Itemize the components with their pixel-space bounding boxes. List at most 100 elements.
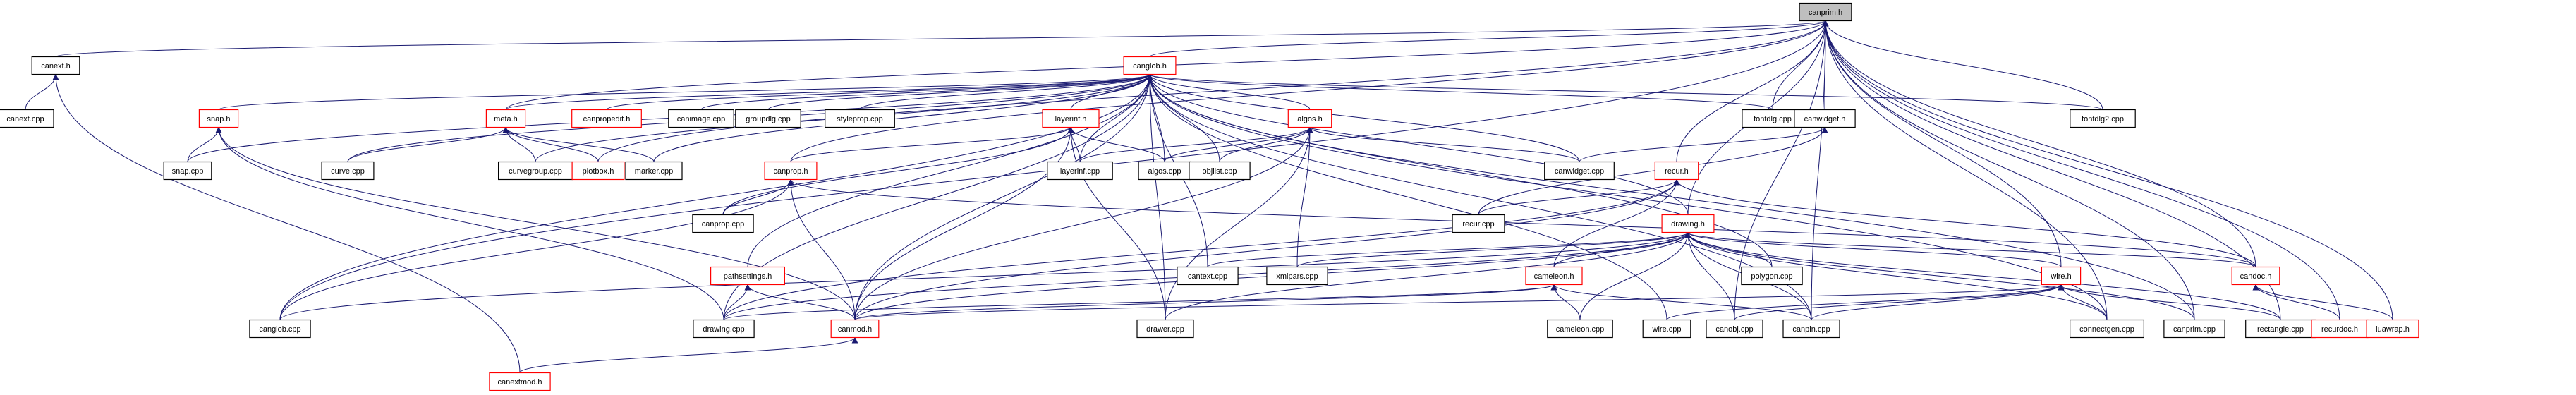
node-wire-cpp[interactable]: wire.cpp [1642,319,1691,339]
edge-canmod_h-to-cameleon_h [854,284,1557,320]
node-box [1544,161,1615,181]
node-box [1782,319,1840,339]
node-label: canglob.h [1133,62,1167,71]
edge-canpin_cpp-to-wire_h [1811,284,2065,320]
node-label: recur.cpp [1462,220,1494,229]
node-canprop-cpp[interactable]: canprop.cpp [692,214,754,233]
node-layerinf-cpp[interactable]: layerinf.cpp [1047,161,1113,181]
node-drawer-cpp[interactable]: drawer.cpp [1136,319,1194,339]
node-canext-h[interactable]: canext.h [31,56,80,75]
node-recurdoc-h[interactable]: recurdoc.h [2311,319,2369,339]
node-algos-h[interactable]: algos.h [1287,109,1332,128]
node-recur-cpp[interactable]: recur.cpp [1452,214,1505,233]
edge-drawing_cpp-to-snap_h [215,126,724,320]
edge-candoc_h-to-drawing_h [1684,231,2256,267]
node-label: canwidget.cpp [1555,167,1604,176]
node-snap-cpp[interactable]: snap.cpp [163,161,212,181]
node-canprop-h[interactable]: canprop.h [764,161,818,181]
node-box [0,109,54,128]
node-canextmod-h[interactable]: canextmod.h [489,372,551,391]
node-canpropedit-h[interactable]: canpropedit.h [571,109,642,128]
node-canimage-cpp[interactable]: canimage.cpp [668,109,734,128]
node-canwidget-h[interactable]: canwidget.h [1794,109,1856,128]
node-label: groupdlg.cpp [746,115,791,123]
node-algos-cpp[interactable]: algos.cpp [1138,161,1191,181]
node-label: curve.cpp [331,167,365,176]
node-groupdlg-cpp[interactable]: groupdlg.cpp [735,109,801,128]
node-box [1642,319,1691,339]
node-box [31,56,80,75]
node-drawing-cpp[interactable]: drawing.cpp [693,319,755,339]
node-objlist-cpp[interactable]: objlist.cpp [1189,161,1251,181]
node-canglob-cpp[interactable]: canglob.cpp [249,319,311,339]
edge-snap_cpp-to-snap_h [187,126,222,162]
node-box [2070,109,2136,128]
node-cantext-cpp[interactable]: cantext.cpp [1177,266,1239,286]
node-label: canprop.cpp [702,220,745,229]
edge-canextmod_h-to-canext_h [52,73,521,373]
node-fontdlg2-cpp[interactable]: fontdlg2.cpp [2070,109,2136,128]
edge-canmod_h-to-wire_h [854,284,2064,320]
edge-algos_cpp-to-layerinf_h [1067,126,1165,162]
edge-layerinf_cpp-to-algos_h [1079,126,1313,162]
node-wire-h[interactable]: wire.h [2041,266,2082,286]
node-styleprop-cpp[interactable]: styleprop.cpp [825,109,895,128]
node-label: algos.cpp [1148,167,1181,176]
edge-cameleon_cpp-to-cameleon_h [1550,284,1581,320]
node-canglob-h[interactable]: canglob.h [1123,56,1177,75]
node-box [710,266,785,286]
node-canwidget-cpp[interactable]: canwidget.cpp [1544,161,1615,181]
node-polygon-cpp[interactable]: polygon.cpp [1741,266,1803,286]
edge-recurdoc_h-to-candoc_h [2252,284,2340,320]
node-recur-h[interactable]: recur.h [1654,161,1699,181]
node-label: algos.h [1297,115,1322,123]
node-box [1138,161,1191,181]
node-box [1661,214,1715,233]
node-layerinf-h[interactable]: layerinf.h [1042,109,1100,128]
edge-fontdlg2_cpp-to-canprim_h [1822,20,2103,110]
node-xmlpars-cpp[interactable]: xmlpars.cpp [1266,266,1328,286]
node-label: drawing.h [1671,220,1705,229]
edge-recurdoc_h-to-canprim_h [1822,20,2340,320]
node-meta-h[interactable]: meta.h [485,109,526,128]
edge-fontdlg2_cpp-to-canglob_h [1146,73,2103,110]
node-drawing-h[interactable]: drawing.h [1661,214,1715,233]
node-label: meta.h [494,115,518,123]
node-label: drawer.cpp [1146,325,1184,334]
node-label: canpin.cpp [1792,325,1830,334]
node-luawrap-h[interactable]: luawrap.h [2366,319,2419,339]
node-cameleon-h[interactable]: cameleon.h [1525,266,1583,286]
node-label: layerinf.cpp [1060,167,1100,176]
edge-drawer_cpp-to-layerinf_h [1067,126,1166,320]
node-snap-h[interactable]: snap.h [198,109,239,128]
edge-cameleon_cpp-to-drawing_h [1579,231,1691,320]
node-box [1799,2,1852,22]
edge-drawing_cpp-to-recur_h [723,178,1680,320]
node-label: snap.cpp [172,167,204,176]
node-canobj-cpp[interactable]: canobj.cpp [1706,319,1763,339]
node-fontdlg-cpp[interactable]: fontdlg.cpp [1742,109,1804,128]
node-box [163,161,212,181]
node-box [1136,319,1194,339]
edge-drawing_h-to-canglob_h [1146,73,1689,215]
node-box [1047,161,1113,181]
node-rectangle-cpp[interactable]: rectangle.cpp [2245,319,2316,339]
node-cameleon-cpp[interactable]: cameleon.cpp [1547,319,1613,339]
edge-canext_h-to-canprim_h [55,20,1828,57]
node-candoc-h[interactable]: candoc.h [2231,266,2280,286]
node-canpin-cpp[interactable]: canpin.cpp [1782,319,1840,339]
node-label: candoc.h [2240,272,2272,281]
node-canprim-cpp[interactable]: canprim.cpp [2163,319,2225,339]
node-label: canprim.h [1809,8,1842,17]
node-label: styleprop.cpp [837,115,882,123]
node-curvegroup-cpp[interactable]: curvegroup.cpp [497,161,573,181]
node-connectgen-cpp[interactable]: connectgen.cpp [2070,319,2145,339]
node-canmod-h[interactable]: canmod.h [830,319,880,339]
node-pathsettings-h[interactable]: pathsettings.h [710,266,785,286]
node-canext-cpp[interactable]: canext.cpp [0,109,54,128]
edge-candoc_h-to-canprim_h [1822,20,2256,267]
edge-canpin_cpp-to-cameleon_h [1550,284,1812,320]
node-curve-cpp[interactable]: curve.cpp [321,161,375,181]
node-marker-cpp[interactable]: marker.cpp [625,161,683,181]
node-plotbox-h[interactable]: plotbox.h [571,161,625,181]
